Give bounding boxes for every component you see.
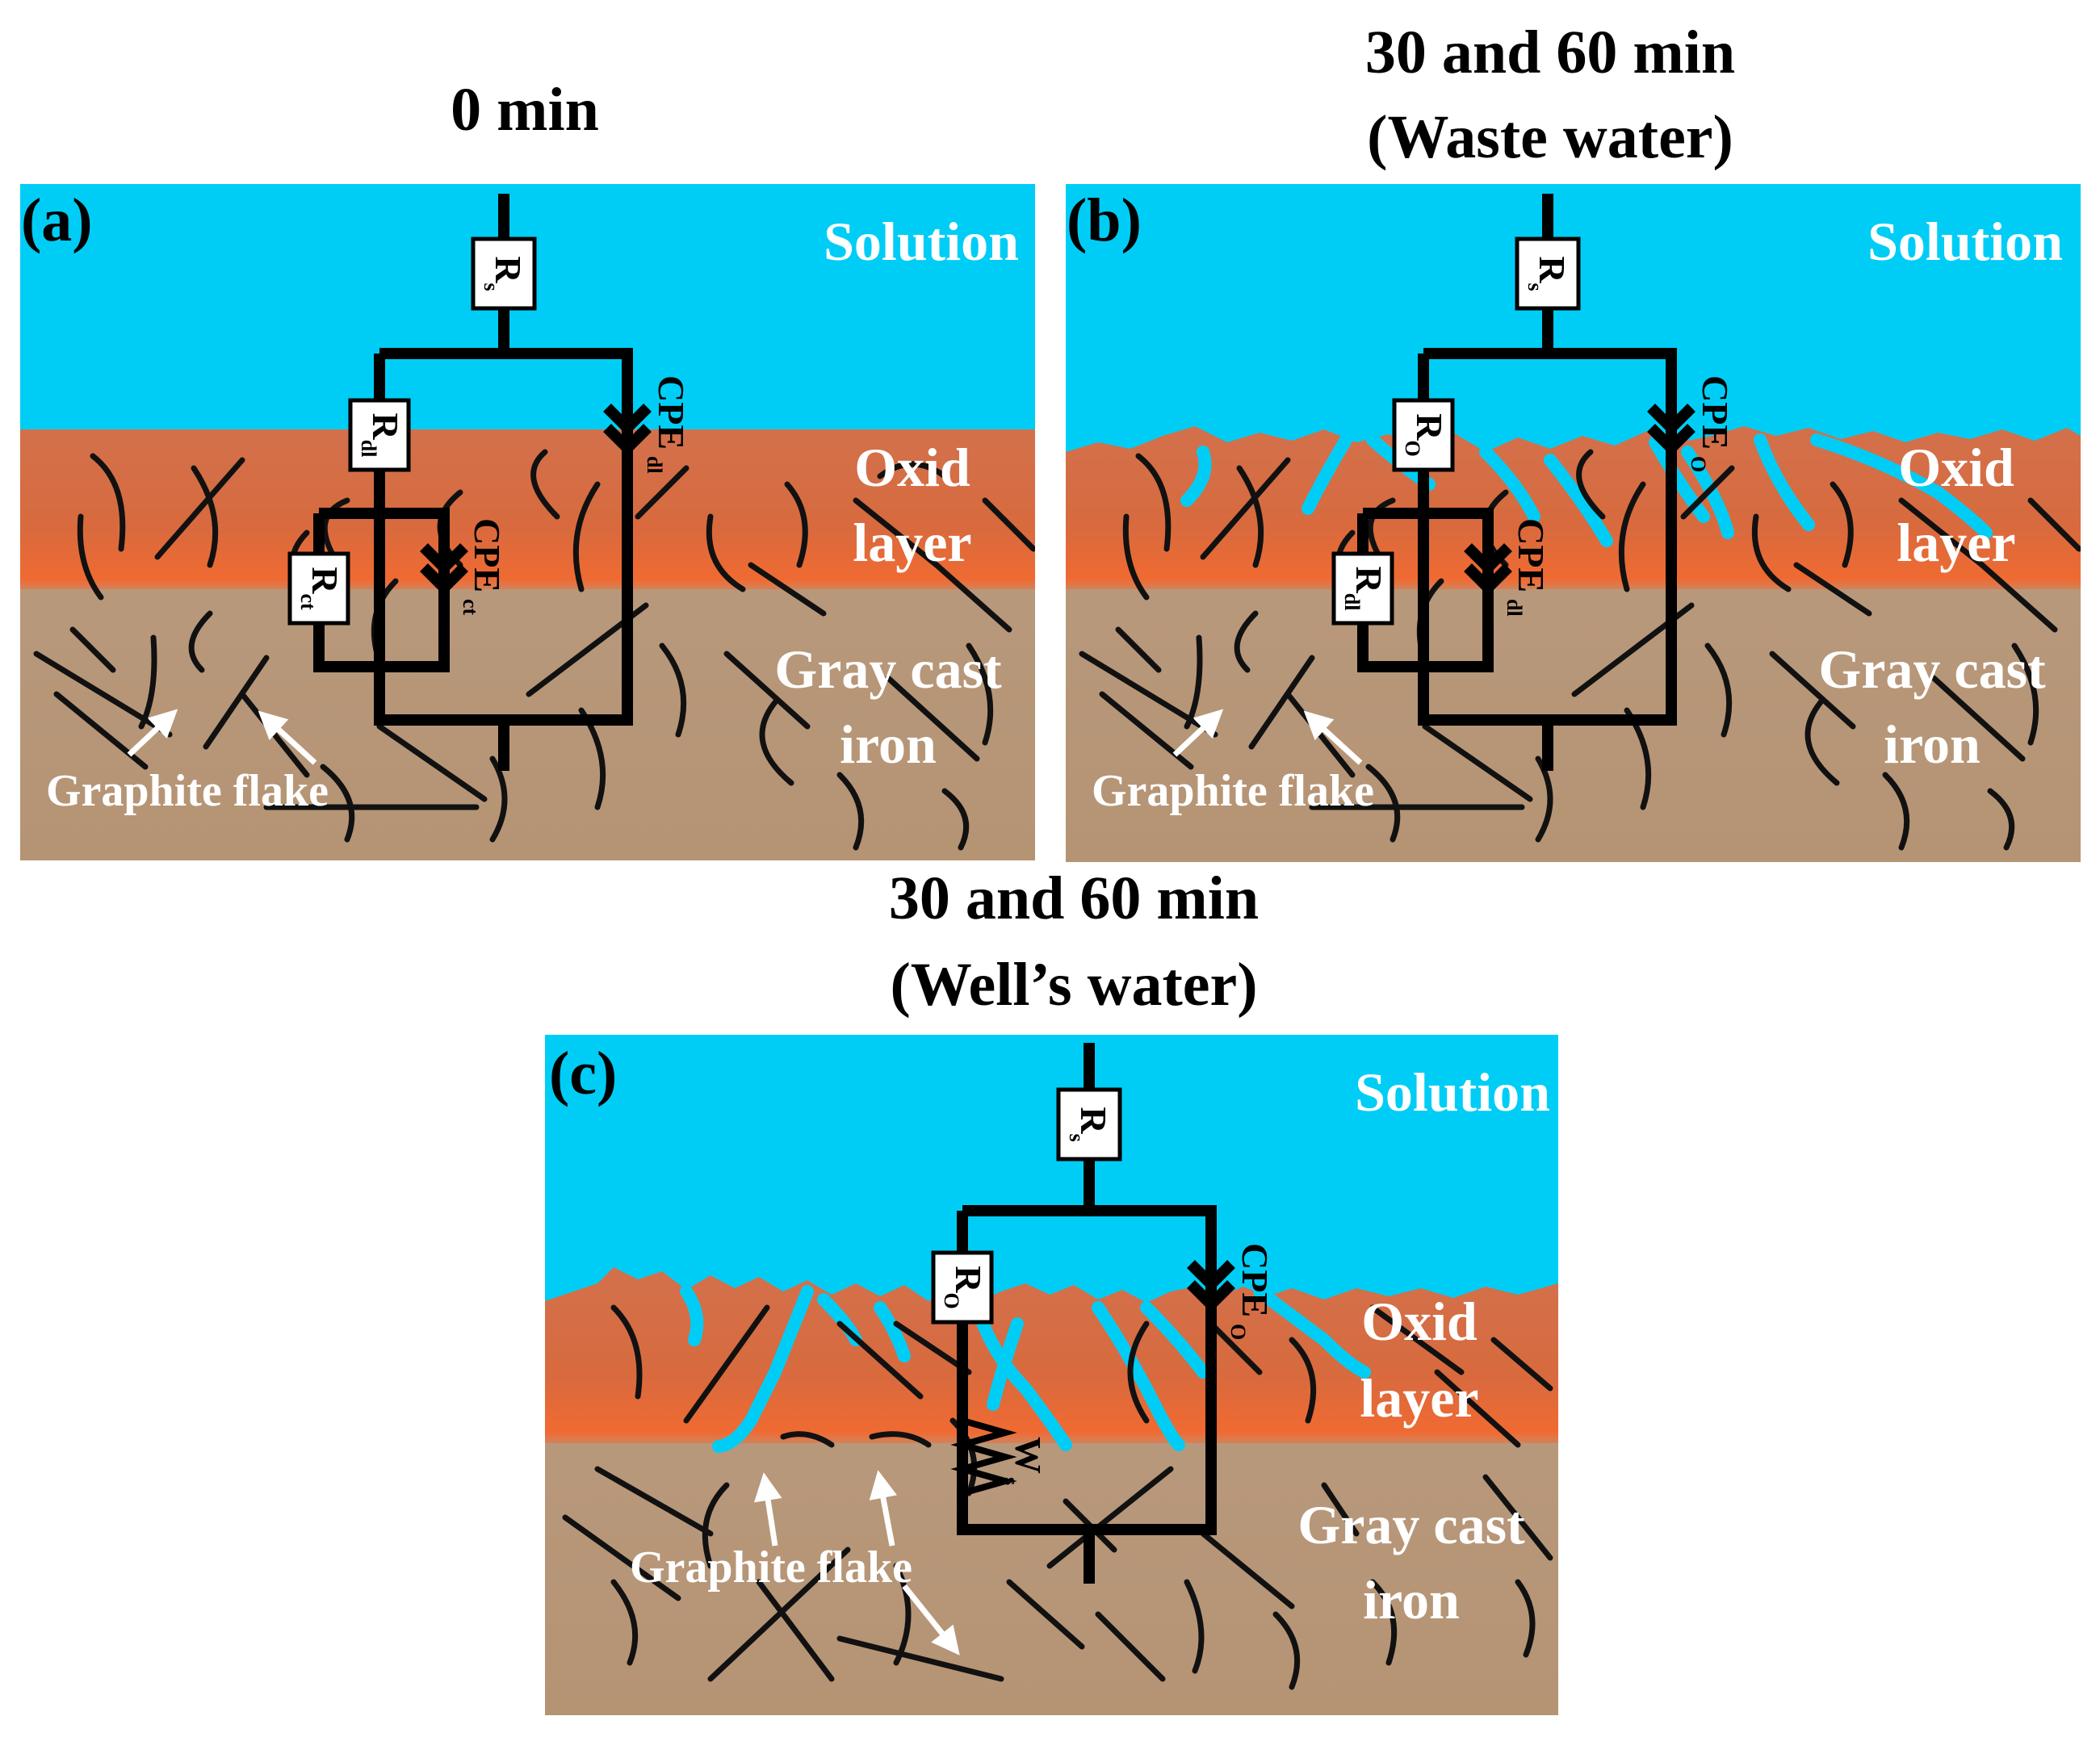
label-cpe-dl: CPEdl [643,375,692,474]
panel-tag: (a) [21,186,93,254]
label-ws: Ws [1000,1437,1049,1485]
resistor-box-ro [931,1250,994,1325]
panel-b: Rs RO Rdl CPEO CPEdl (b) Solution Oxid l… [1066,184,2081,862]
oxide-layer-label-2: layer [1360,1367,1478,1429]
equivalent-circuit-b [1357,194,1696,771]
oxide-layer-region [1066,426,2081,592]
gray-cast-iron-region [545,1443,1558,1715]
equivalent-circuit-c [957,1043,1235,1584]
title-panel-c-line2: (Well’s water) [890,951,1258,1019]
oxide-layer-label-1: Oxid [854,437,970,498]
title-panel-c-line1: 30 and 60 min [888,864,1260,932]
panel-tag: (b) [1067,186,1142,254]
resistor-box-rdl [1331,551,1394,626]
label-rdl: Rdl [1340,567,1390,611]
oxide-layer-label-1: Oxid [1361,1291,1478,1352]
warburg-element [950,1417,1017,1496]
solution-label: Solution [1355,1061,1550,1123]
iron-label-1: Gray cast [1297,1494,1525,1555]
iron-label-1: Gray cast [1818,638,2046,700]
oxide-layer-label-1: Oxid [1898,437,2014,498]
iron-label-2: iron [840,714,937,775]
resistor-box-rs [1515,236,1581,311]
iron-label-2: iron [1363,1569,1460,1630]
label-rs: Rs [1524,256,1573,291]
graphite-arrows [127,709,317,765]
solution-label: Solution [1867,211,2063,272]
label-ro: RO [940,1266,989,1308]
resistor-box-rdl [348,398,411,472]
graphite-flake-label: Graphite flake [1092,766,1374,816]
resistor-box-ro [1392,398,1455,472]
label-rs: Rs [1065,1107,1114,1141]
label-cpe-ct: CPEct [459,518,508,616]
title-panel-b-line1: 30 and 60 min [1364,19,1736,86]
oxide-layer-label-2: layer [853,512,971,573]
panel-a: Rs Rdl Rct CPEdl CPEct (a) Solution Oxid… [20,184,1035,860]
graphite-flakes [562,1304,1553,1690]
label-cpe-o: CPEO [1687,375,1736,472]
oxide-layer-label-2: layer [1897,512,2015,573]
panel-tag: (c) [549,1040,617,1107]
label-rdl: Rdl [357,413,406,458]
iron-label-1: Gray cast [774,638,1002,700]
label-cpe-o: CPEO [1226,1243,1276,1340]
resistor-box-rct [287,551,350,626]
label-rct: Rct [296,567,346,610]
graphite-arrows [753,1470,960,1655]
iron-label-2: iron [1884,714,1981,775]
label-rs: Rs [480,256,529,291]
resistor-box-rs [471,236,537,311]
graphite-arrows [1172,709,1363,765]
graphite-flake-label: Graphite flake [630,1542,912,1593]
solution-label: Solution [824,211,1019,272]
label-ro: RO [1401,413,1450,456]
electrolyte-penetration [680,1285,1371,1453]
graphite-flake-label: Graphite flake [46,766,329,816]
label-cpe-dl: CPEdl [1503,518,1552,617]
title-panel-b-line2: (Waste water) [1367,103,1733,171]
resistor-box-rs [1056,1087,1122,1161]
panel-c: Rs RO CPEO Ws (c) Solution Oxid layer Gr… [545,1035,1558,1715]
title-panel-a: 0 min [451,76,599,144]
